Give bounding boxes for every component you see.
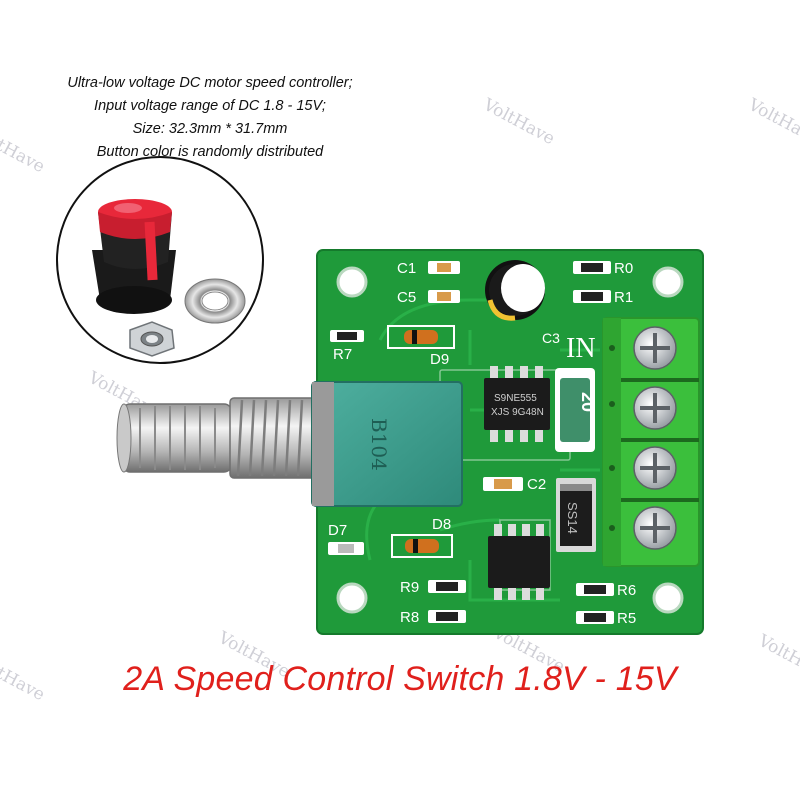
product-headline: 2A Speed Control Switch 1.8V - 15V xyxy=(123,660,677,698)
label-c1: C1 xyxy=(397,260,416,277)
potentiometer-shaft xyxy=(116,403,233,473)
label-r8: R8 xyxy=(400,609,419,626)
description-line: Size: 32.3mm * 31.7mm xyxy=(132,121,288,137)
label-in: IN xyxy=(566,333,596,364)
description-line: Ultra-low voltage DC motor speed control… xyxy=(67,75,353,91)
label-c5: C5 xyxy=(397,289,416,306)
pcb-board: C3 C1 C5 R0 R1 R7 xyxy=(316,249,704,635)
label-r9: R9 xyxy=(400,579,419,596)
diode-ss14: SS14 xyxy=(556,478,596,552)
resistor-r9: R9 xyxy=(400,579,466,596)
mounting-holes xyxy=(336,266,684,614)
fuse: 20 xyxy=(555,368,598,452)
chip-ne555: S9NE555 XJS 9G48N xyxy=(484,366,550,442)
diode-marking: SS14 xyxy=(565,502,580,534)
smd-capacitor-c5: C5 xyxy=(397,289,460,306)
accessories-inset xyxy=(56,156,264,364)
hex-nut xyxy=(129,321,175,357)
label-r5: R5 xyxy=(617,610,636,627)
chip-mosfet xyxy=(488,524,550,600)
resistor-r5: R5 xyxy=(576,610,636,627)
chip-marking: XJS 9G48N xyxy=(491,407,544,418)
washer xyxy=(184,278,246,324)
description-line: Input voltage range of DC 1.8 - 15V; xyxy=(94,98,326,114)
label-r7: R7 xyxy=(333,346,352,363)
resistor-r0: R0 xyxy=(573,260,633,277)
diode-d8: D8 xyxy=(391,516,453,558)
smd-capacitor-c1: C1 xyxy=(397,260,460,277)
product-description: Ultra-low voltage DC motor speed control… xyxy=(20,72,400,164)
potentiometer: B104 xyxy=(116,381,463,507)
description-line: Button color is randomly distributed xyxy=(96,144,324,160)
potentiometer-marking: B104 xyxy=(367,418,391,471)
label-r6: R6 xyxy=(617,582,636,599)
smd-capacitor-c2: C2 xyxy=(483,476,546,493)
resistor-r6: R6 xyxy=(576,582,636,599)
knob xyxy=(92,199,176,314)
label-d7: D7 xyxy=(328,522,347,539)
led-d7: D7 xyxy=(328,522,364,555)
label-r1: R1 xyxy=(614,289,633,306)
label-d9: D9 xyxy=(430,351,449,368)
fuse-marking: 20 xyxy=(578,392,598,412)
label-c3: C3 xyxy=(542,330,560,346)
resistor-r1: R1 xyxy=(573,289,633,306)
resistor-r8: R8 xyxy=(400,609,466,626)
chip-marking: S9NE555 xyxy=(494,393,537,404)
terminal-block xyxy=(602,317,700,567)
label-c2: C2 xyxy=(527,476,546,493)
resistor-r7: R7 xyxy=(330,330,364,363)
label-r0: R0 xyxy=(614,260,633,277)
potentiometer-bushing xyxy=(229,397,323,479)
label-d8: D8 xyxy=(432,516,451,533)
capacitor-c3: C3 xyxy=(485,260,560,346)
diode-d9: D9 xyxy=(387,325,455,368)
